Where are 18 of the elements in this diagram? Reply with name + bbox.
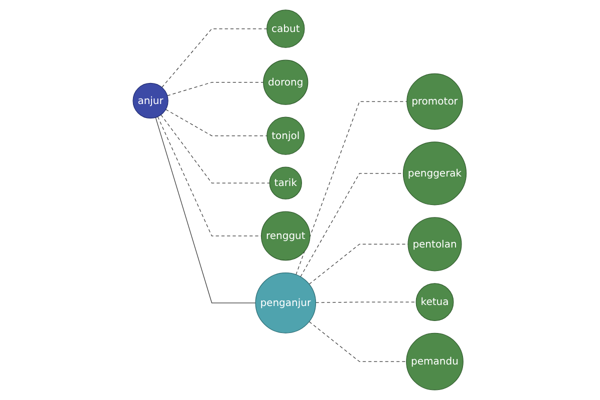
node-circle: cabut xyxy=(266,10,306,48)
node-circle: promotor xyxy=(406,73,464,130)
connector xyxy=(309,321,408,362)
connector xyxy=(296,101,408,275)
connector xyxy=(162,28,268,88)
node-circle: dorong xyxy=(263,60,309,105)
node-circle: tonjol xyxy=(266,116,306,155)
connector xyxy=(316,302,417,303)
node-circle: pemandu xyxy=(406,332,464,390)
node-circle: renggut xyxy=(261,211,311,261)
node-circle: pentolan xyxy=(408,217,462,272)
node-circle: penganjur xyxy=(256,272,316,334)
node-circle: anjur xyxy=(133,82,169,119)
node-circle: tarik xyxy=(270,166,302,200)
node-circle: penggerak xyxy=(403,142,467,206)
connector xyxy=(156,117,256,304)
connector xyxy=(300,173,404,278)
node-circle: ketua xyxy=(416,283,454,322)
